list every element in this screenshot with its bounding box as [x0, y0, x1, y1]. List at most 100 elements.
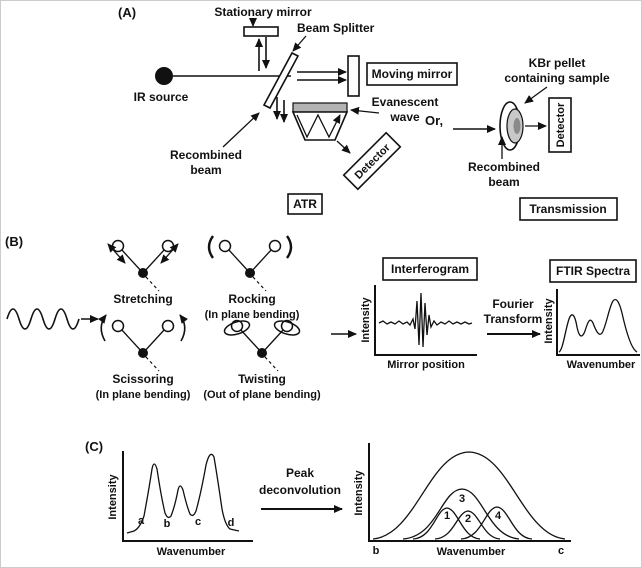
panel-b: (B) Stretching Rocking (In plane — [5, 234, 640, 401]
bond-line — [142, 328, 166, 354]
component-label-4: 4 — [495, 510, 502, 522]
fourier-label-1: Fourier — [492, 297, 534, 311]
baseline-label-b: b — [373, 545, 380, 557]
component-curve-4 — [460, 506, 533, 540]
internal-reflection-beam — [296, 113, 341, 139]
interferogram-title-box — [382, 257, 478, 281]
scissor-arrow — [98, 314, 107, 342]
twist-loop — [223, 320, 251, 336]
scissoring-sub-label: (In plane bending) — [96, 389, 191, 401]
beam-splitter-label: Beam Splitter — [297, 21, 375, 35]
atr-detector-box — [342, 131, 402, 191]
central-atom — [138, 268, 148, 278]
ftir-title-box — [549, 259, 637, 283]
axis-dash — [145, 356, 160, 372]
axis-dash — [145, 276, 160, 292]
moving-mirror-label-box — [366, 62, 458, 86]
rock-arc — [286, 235, 293, 259]
panel-a: (A) Stationary mirror Beam Splitter IR s… — [118, 5, 618, 221]
beam-splitter-pointer — [292, 35, 307, 52]
atom — [218, 239, 232, 253]
rocking-sub-label: (In plane bending) — [205, 309, 300, 321]
moving-mirror-label: Moving mirror — [372, 67, 453, 81]
deconvoluted-axes — [368, 443, 571, 542]
transmission-detector-label: Detector — [555, 102, 567, 147]
beam-splitter — [262, 51, 300, 110]
ir-source-label: IR source — [134, 90, 189, 104]
deconvoluted-xlabel: Wavenumber — [437, 546, 506, 558]
deconvoluted-ylabel: Intensity — [353, 470, 365, 516]
or-label: Or, — [425, 113, 443, 128]
evanescent-pointer — [350, 106, 380, 115]
component-curve-3 — [402, 488, 520, 540]
atom — [161, 319, 175, 333]
rocking-label: Rocking — [228, 292, 275, 306]
kbr-pointer — [524, 86, 548, 104]
stationary-mirror-label: Stationary mirror — [214, 5, 312, 19]
recombined-beam-label-1: Recombined — [170, 148, 242, 162]
bond-line — [261, 328, 285, 354]
component-curve-1 — [412, 507, 481, 540]
raw-spectrum-xlabel: Wavenumber — [157, 546, 226, 558]
peak-label-c: c — [195, 516, 201, 528]
deconvolution-label-1: Peak — [286, 466, 314, 480]
stationary-mirror — [243, 26, 279, 37]
rock-arc — [207, 235, 214, 259]
evanescent-wave-label-1: Evanescent — [372, 95, 439, 109]
envelope-curve — [372, 451, 566, 540]
ir-wave — [6, 308, 80, 330]
kbr-label-1: KBr pellet — [529, 56, 586, 70]
central-atom — [257, 348, 267, 358]
raw-spectrum-plot: Intensity Wavenumber a b c d — [107, 451, 253, 558]
peak-label-b: b — [164, 518, 171, 530]
component-curve-2 — [434, 510, 501, 540]
bond-line — [249, 248, 273, 274]
rocking-group: Rocking (In plane bending) — [205, 235, 300, 321]
component-label-2: 2 — [465, 513, 471, 525]
stretching-group: Stretching — [107, 239, 179, 306]
bond-line — [120, 328, 144, 354]
ftir-xlabel: Wavenumber — [567, 359, 636, 371]
raw-spectrum-curve — [126, 453, 240, 534]
evanescent-wave-label-2: wave — [389, 110, 420, 124]
atr-box-label: ATR — [293, 197, 317, 211]
peak-label-d: d — [228, 517, 235, 529]
deconvolution-label-2: deconvolution — [259, 483, 341, 497]
to-detector-line — [336, 140, 351, 154]
interferogram-title: Interferogram — [391, 262, 469, 276]
atr-detector: Detector — [342, 131, 402, 191]
stretching-label: Stretching — [113, 292, 172, 306]
atom — [111, 319, 125, 333]
atom — [161, 239, 175, 253]
scissoring-label: Scissoring — [112, 372, 173, 386]
fourier-label-2: Transform — [484, 312, 543, 326]
central-atom — [138, 348, 148, 358]
bond-line — [239, 328, 263, 354]
stretch-arrow — [107, 243, 126, 264]
twist-loop — [273, 320, 301, 336]
central-atom — [245, 268, 255, 278]
ftir-spectrum-curve — [558, 298, 638, 353]
atr-box — [287, 193, 323, 215]
recombined-beam-label-2: beam — [190, 163, 221, 177]
scissoring-group: Scissoring (In plane bending) — [96, 314, 191, 401]
ftir-ylabel: Intensity — [543, 298, 555, 344]
scissor-arrow — [179, 314, 188, 342]
twisting-label: Twisting — [238, 372, 286, 386]
interferogram-axes — [374, 285, 477, 356]
kbr-label-2: containing sample — [504, 71, 610, 85]
interferogram-signal — [378, 292, 473, 348]
peak-label-a: a — [138, 515, 145, 527]
atom — [111, 239, 125, 253]
stretch-arrow — [160, 243, 179, 264]
interferogram-plot: Interferogram Intensity Mirror position — [360, 257, 478, 371]
component-label-3: 3 — [459, 493, 465, 505]
raw-spectrum-ylabel: Intensity — [107, 474, 119, 520]
interferogram-xlabel: Mirror position — [387, 359, 465, 371]
twisting-group: Twisting (Out of plane bending) — [203, 319, 321, 401]
transmission-detector-box — [548, 97, 572, 153]
component-label-1: 1 — [444, 510, 450, 522]
twisting-sub-label: (Out of plane bending) — [203, 389, 321, 401]
